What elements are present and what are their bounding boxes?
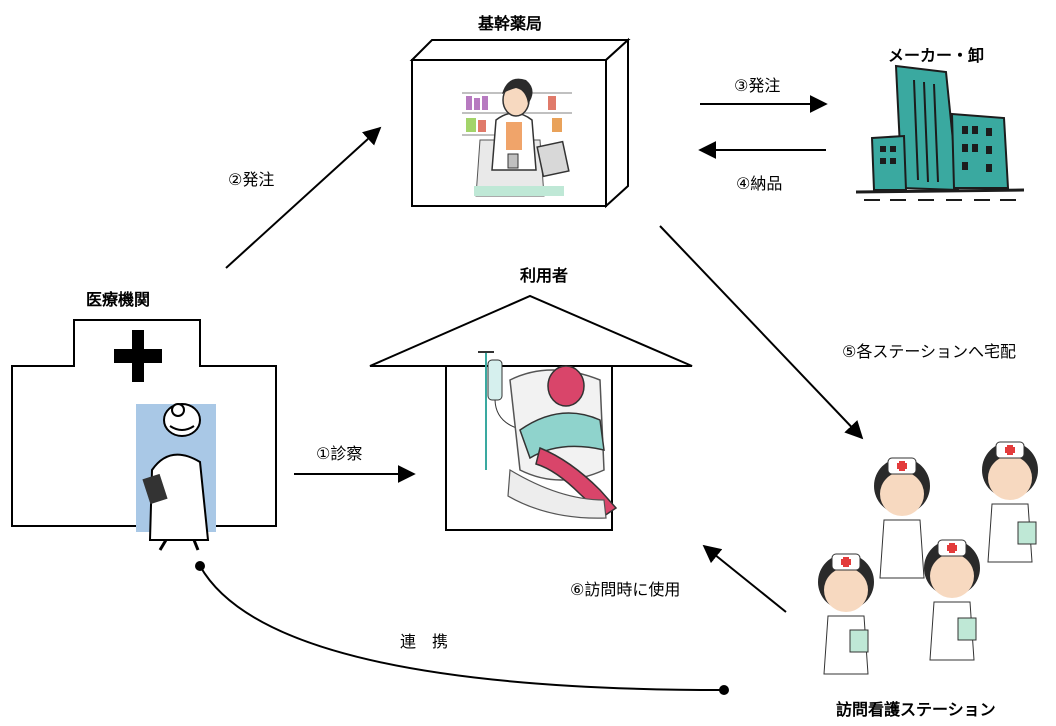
flow-delivery-maker: ④納品 bbox=[736, 174, 783, 193]
pharmacy-title: 基幹薬局 bbox=[478, 14, 543, 33]
arrow-order-clinic bbox=[225, 126, 382, 269]
arrow-use-at-visit bbox=[702, 544, 787, 613]
building-icon bbox=[855, 64, 1025, 201]
cooperation-curve bbox=[199, 565, 725, 691]
flow-use-at-visit: ⑥訪問時に使用 bbox=[570, 580, 681, 599]
maker-title: メーカー・卸 bbox=[888, 46, 985, 65]
pharmacist-icon bbox=[462, 78, 572, 197]
user-title: 利用者 bbox=[520, 266, 569, 285]
patient-icon bbox=[478, 351, 618, 519]
nurses-icon bbox=[818, 441, 1038, 675]
arrow-delivery-station bbox=[659, 225, 864, 440]
cooperation-dot-start bbox=[195, 561, 205, 571]
station-title: 訪問看護ステーション bbox=[836, 700, 996, 719]
flow-cooperation: 連 携 bbox=[400, 632, 449, 651]
doctor-icon bbox=[136, 403, 216, 551]
flow-order-clinic: ②発注 bbox=[228, 170, 275, 189]
flow-delivery-station: ⑤各ステーションへ宅配 bbox=[842, 342, 1017, 361]
cooperation-dot-end bbox=[719, 685, 729, 695]
clinic-title: 医療機関 bbox=[86, 290, 151, 309]
flow-exam: ①診察 bbox=[316, 444, 363, 463]
flow-order-maker: ③発注 bbox=[734, 76, 781, 95]
